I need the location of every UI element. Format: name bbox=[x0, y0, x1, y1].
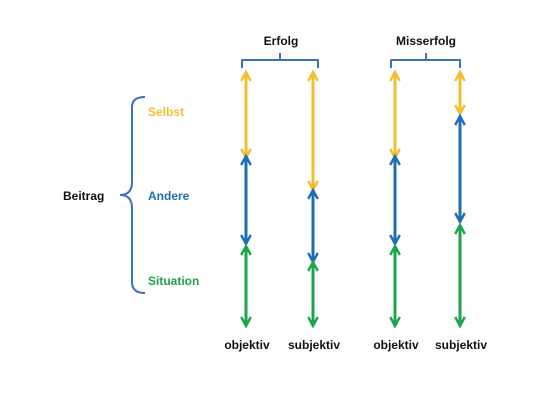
subjektiv-label-misserfolg: subjektiv bbox=[435, 338, 487, 352]
misserfolg-label: Misserfolg bbox=[396, 34, 456, 48]
beitrag-brace bbox=[119, 96, 146, 294]
selbst-label: Selbst bbox=[148, 105, 184, 119]
subjektiv-label-erfolg: subjektiv bbox=[288, 338, 340, 352]
erfolg-bracket bbox=[241, 53, 319, 68]
andere-label: Andere bbox=[148, 189, 190, 203]
misserfolg-bracket bbox=[390, 53, 461, 68]
objektiv-label-erfolg: objektiv bbox=[224, 338, 270, 352]
situation-label: Situation bbox=[148, 274, 199, 288]
beitrag-label: Beitrag bbox=[63, 189, 104, 203]
erfolg-label: Erfolg bbox=[264, 34, 299, 48]
objektiv-label-misserfolg: objektiv bbox=[373, 338, 419, 352]
